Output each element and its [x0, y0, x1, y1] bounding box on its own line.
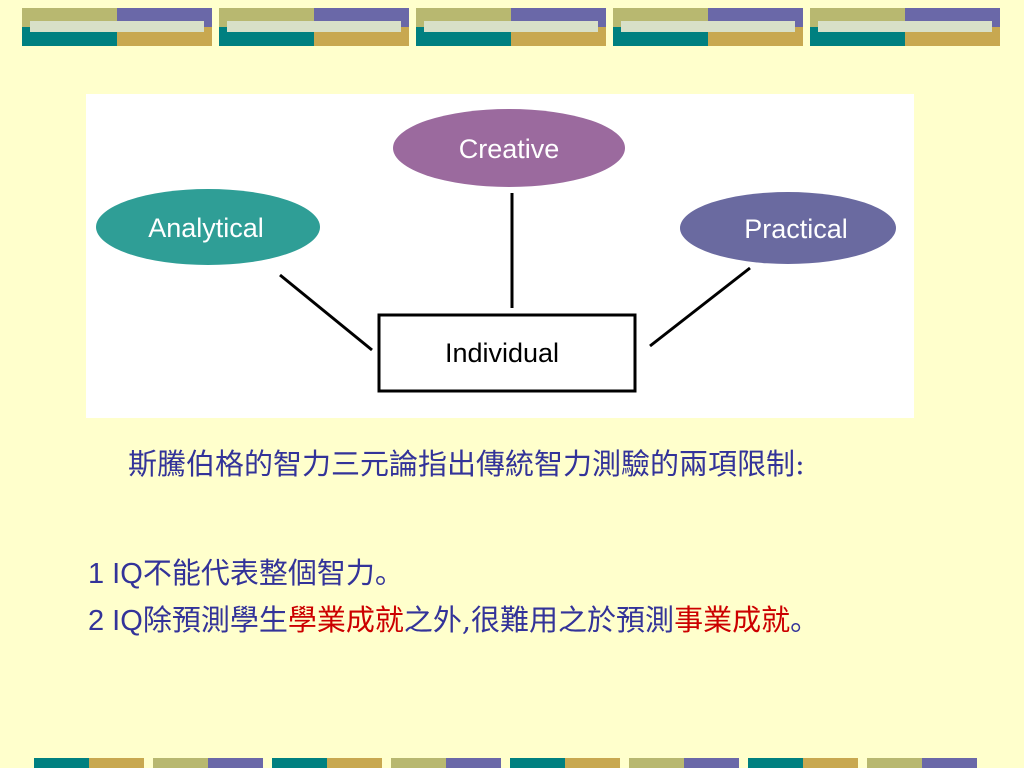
- list-item: 1 IQ不能代表整個智力。: [88, 552, 948, 595]
- list-item-number: 2 IQ: [88, 605, 143, 637]
- node-individual-label: Individual: [445, 338, 559, 368]
- top-decorative-band: [22, 8, 1000, 46]
- connector-analytical: [279, 273, 373, 352]
- node-practical: [680, 192, 896, 264]
- node-analytical-label: Analytical: [148, 213, 264, 243]
- bottom-decorative-band: [34, 758, 1024, 768]
- band-block: [613, 8, 803, 46]
- list-item-text: 。: [790, 603, 820, 637]
- list-item-number: 1 IQ: [88, 558, 143, 590]
- list-item-text: 不能代表整個智力。: [142, 556, 404, 590]
- node-individual: [377, 313, 637, 393]
- band-block: [219, 8, 409, 46]
- node-creative: [393, 109, 625, 187]
- highlight-academic-achievement: 學業成就: [287, 603, 404, 637]
- connector-practical: [649, 266, 751, 348]
- intro-paragraph: 斯騰伯格的智力三元論指出傳統智力測驗的兩項限制:: [128, 447, 805, 481]
- band-block: [416, 8, 606, 46]
- list-item-text: 除預測學生: [142, 603, 288, 637]
- node-creative-label: Creative: [459, 134, 560, 164]
- triarchic-diagram: Creative Analytical Practical Individual: [86, 94, 914, 418]
- node-practical-label: Practical: [744, 214, 848, 244]
- diagram-svg: Creative Analytical Practical Individual: [96, 109, 896, 393]
- band-block: [810, 8, 1000, 46]
- limitation-list: 1 IQ不能代表整個智力。 2 IQ除預測學生學業成就之外,很難用之於預測事業成…: [88, 552, 948, 646]
- list-item-text: 之外,很難用之於預測: [403, 603, 675, 637]
- highlight-career-achievement: 事業成就: [674, 603, 791, 637]
- list-item: 2 IQ除預測學生學業成就之外,很難用之於預測事業成就。: [88, 599, 948, 642]
- node-analytical: [96, 189, 320, 265]
- band-block: [22, 8, 212, 46]
